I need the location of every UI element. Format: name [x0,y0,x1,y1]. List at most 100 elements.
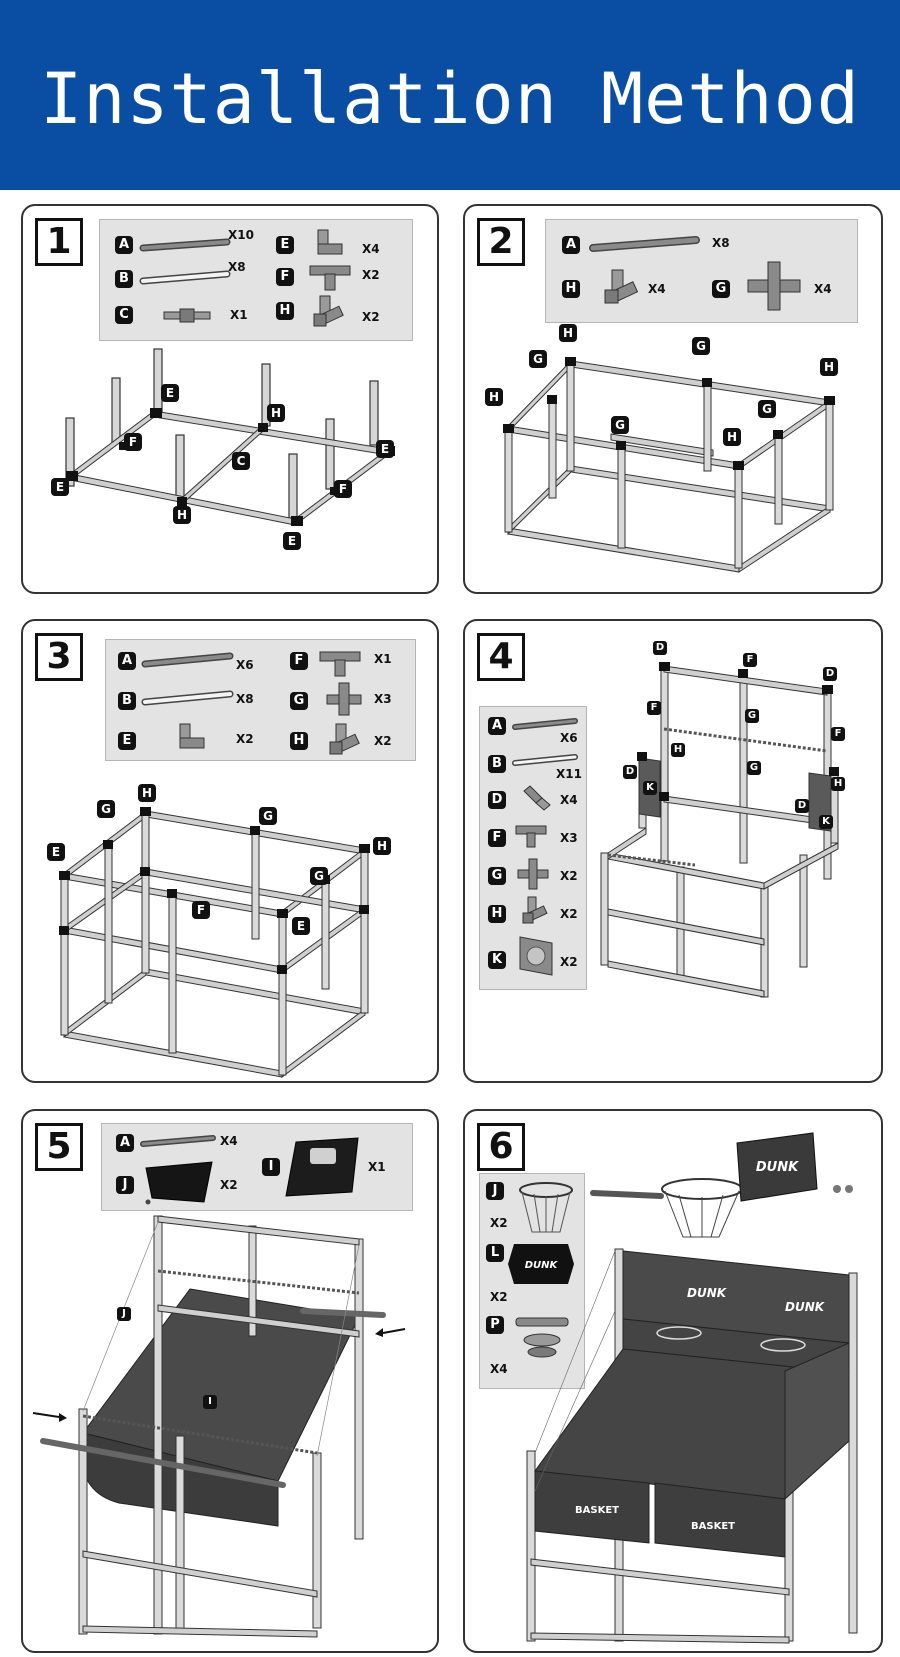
step-number: 2 [477,218,525,266]
part-label: F [192,901,210,919]
part-quantity: X4 [490,1362,508,1376]
part-label: D [653,641,667,655]
step-panel-5: 5 A X4 J X2 I X1 [21,1109,439,1653]
svg-text:DUNK: DUNK [525,1260,559,1271]
part-label: G [259,807,277,825]
part-quantity: X8 [712,236,730,250]
part-label: G [747,761,761,775]
part-letter: J [116,1176,134,1194]
part-label: G [310,867,328,885]
part-label: G [529,350,547,368]
part-quantity: X1 [368,1160,386,1174]
part-label: I [203,1395,217,1409]
part-letter: B [488,755,506,773]
step-number: 1 [35,218,83,266]
part-label: F [334,480,352,498]
part-letter: H [488,905,506,923]
part-letter: G [712,280,730,298]
part-label: E [51,478,69,496]
part-label: D [795,799,809,813]
side-net-icon [145,1161,213,1205]
svg-text:DUNK: DUNK [687,1286,728,1300]
part-quantity: X2 [490,1290,508,1304]
cross-connector-icon [517,858,549,890]
step-panel-3: 3 A X6 B X8 E X2 F X1 G X3 H X2 [21,619,439,1083]
part-label: G [745,709,759,723]
page-title: Installation Method [40,58,860,140]
part-quantity: X2 [220,1178,238,1192]
part-quantity: X3 [560,831,578,845]
part-label: D [623,765,637,779]
part-label: C [232,452,250,470]
part-label: J [117,1307,131,1321]
basketball-hoop-icon [519,1182,573,1233]
part-label: E [292,917,310,935]
part-letter: I [262,1158,280,1176]
part-letter: B [118,692,136,710]
part-quantity: X2 [374,734,392,748]
part-quantity: X4 [814,282,832,296]
connector-icon [163,308,211,323]
step-number: 6 [477,1123,525,1171]
part-label: K [819,815,833,829]
svg-text:DUNK: DUNK [785,1300,826,1314]
part-letter: A [488,717,506,735]
part-label: H [820,358,838,376]
backboard-icon: DUNK [508,1244,574,1284]
long-tube-icon [139,238,231,252]
elbow-connector-icon [317,229,343,255]
cross-connector-icon [326,682,362,716]
tee-connector-icon [309,265,351,291]
svg-text:DUNK: DUNK [756,1160,799,1175]
part-label: H [671,743,685,757]
part-label: H [831,777,845,791]
ramp-and-net-drawing [32,1215,406,1638]
part-quantity: X4 [220,1134,238,1148]
part-label: D [823,667,837,681]
long-tube-icon [141,652,234,668]
part-letter: G [488,867,506,885]
step-number: 4 [477,633,525,681]
step-panel-1: 1 A X10 B X8 C X1 E X4 F X2 H X2 [21,204,439,594]
part-quantity: X6 [560,731,578,745]
part-quantity: X10 [228,228,254,242]
part-letter: A [118,652,136,670]
long-tube-icon [140,1135,216,1147]
part-label: H [173,506,191,524]
long-tube-icon [512,754,578,766]
part-letter: H [290,732,308,750]
part-letter: E [118,732,136,750]
frame-third-level-drawing [59,807,370,1078]
part-letter: E [276,236,294,254]
part-letter: C [115,306,133,324]
svg-text:BASKET: BASKET [691,1521,735,1532]
part-quantity: X6 [236,658,254,672]
angle-connector-icon [523,785,551,811]
part-letter: L [486,1244,504,1262]
long-tube-icon [141,690,234,706]
ramp-board-icon [285,1137,359,1197]
finished-game-drawing: DUNK DUNK DUNK BASKET BASKET [526,1132,858,1644]
part-letter: D [488,791,506,809]
part-quantity: X1 [230,308,248,322]
part-quantity: X2 [560,869,578,883]
part-label: H [559,324,577,342]
three-way-connector-icon [604,269,639,304]
frame-base-drawing [65,348,395,527]
part-quantity: X4 [560,793,578,807]
step-number: 3 [35,633,83,681]
part-letter: H [276,302,294,320]
part-quantity: X2 [362,268,380,282]
part-label: H [485,388,503,406]
long-tube-icon [589,236,700,252]
step-number: 5 [35,1123,83,1171]
long-tube-icon [139,270,231,285]
tee-connector-icon [515,825,547,848]
parts-legend: A X6 B X8 E X2 F X1 G X3 H X2 [105,639,416,761]
part-quantity: X4 [648,282,666,296]
side-panel-icon [519,936,553,976]
part-quantity: X8 [228,260,246,274]
part-label: H [373,837,391,855]
parts-legend: A X10 B X8 C X1 E X4 F X2 H X2 [99,219,413,341]
part-label: E [161,384,179,402]
